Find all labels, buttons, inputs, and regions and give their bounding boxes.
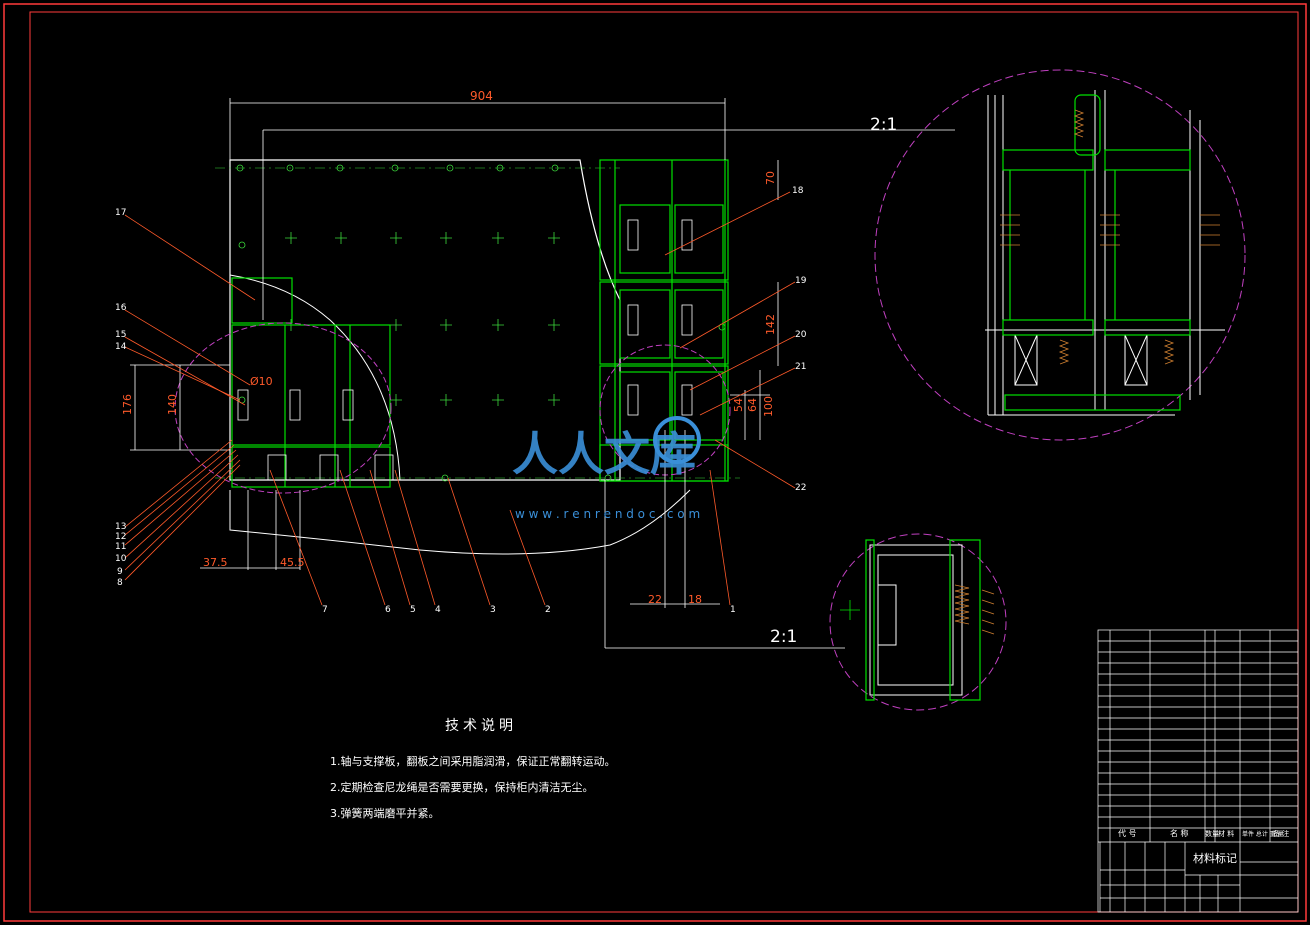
callout-3: 3 (490, 605, 496, 615)
callout-7: 7 (322, 605, 328, 615)
dimension-texts: 904 70 142 54 64 100 176 140 Ø10 37.5 45… (121, 89, 777, 606)
dimension-lines (130, 98, 955, 649)
main-view (174, 159, 740, 555)
callout-14: 14 (115, 342, 127, 352)
callout-18: 18 (792, 186, 804, 196)
dim-100: 100 (762, 396, 775, 417)
name-header: 名 称 (1170, 828, 1189, 838)
grid-crosses (285, 232, 560, 406)
callout-17: 17 (115, 208, 126, 218)
dim-dia10: Ø10 (250, 375, 273, 388)
left-cabinet (231, 277, 391, 488)
callout-10: 10 (115, 554, 127, 564)
dim-64: 64 (746, 398, 759, 412)
weight-header: 单件 总计 重 量 (1242, 830, 1284, 838)
callout-9: 9 (117, 567, 123, 577)
dim-54: 54 (732, 398, 745, 412)
title-block (1097, 629, 1299, 913)
dim-176: 176 (121, 394, 134, 415)
watermark-url: w w w . r e n r e n d o c . c o m (515, 507, 700, 521)
callout-5: 5 (410, 605, 416, 615)
dim-140: 140 (166, 394, 179, 415)
material-header: 材 料 (1218, 829, 1234, 838)
callout-16: 16 (115, 303, 127, 313)
callout-2: 2 (545, 605, 551, 615)
callout-13: 13 (115, 522, 126, 532)
technical-note-3: 3.弹簧两端磨平并紧。 (330, 807, 440, 820)
drawing-inner-border (29, 11, 1299, 913)
title-block-text: 代 号 名 称 数量 材 料 单件 总计 重 量 备 注 材料标记 (1118, 828, 1289, 865)
callout-1: 1 (730, 605, 736, 615)
callout-22: 22 (795, 483, 806, 493)
callout-11: 11 (115, 542, 126, 552)
technical-note-2: 2.定期检查尼龙绳是否需要更换，保持柜内清洁无尘。 (330, 781, 594, 794)
dim-18: 18 (688, 593, 702, 606)
callout-21: 21 (795, 362, 806, 372)
dim-22: 22 (648, 593, 662, 606)
dim-70: 70 (764, 171, 777, 185)
technical-notes-title: 技术说明 (445, 718, 517, 734)
leader-lines (124, 191, 796, 606)
callout-8: 8 (117, 578, 123, 588)
callout-4: 4 (435, 605, 441, 615)
remark-header: 备 注 (1273, 829, 1289, 838)
callout-15: 15 (115, 330, 126, 340)
callout-12: 12 (115, 532, 126, 542)
watermark: 人人文库 w w w . r e n r e n d o c . c o m (512, 416, 701, 521)
callout-6: 6 (385, 605, 391, 615)
dim-45-5: 45.5 (280, 556, 305, 569)
right-cabinet (599, 159, 729, 482)
callout-20: 20 (795, 330, 807, 340)
material-mark: 材料标记 (1193, 851, 1237, 865)
callout-19: 19 (795, 276, 807, 286)
drawing-border (3, 3, 1307, 922)
dim-904: 904 (470, 89, 493, 103)
scale-label-bottom: 2:1 (770, 627, 797, 647)
dim-142: 142 (764, 314, 777, 335)
dim-37-5: 37.5 (203, 556, 228, 569)
technical-note-1: 1.轴与支撑板，翻板之间采用脂润滑，保证正常翻转运动。 (330, 755, 616, 768)
watermark-brand: 人人文库 (512, 427, 696, 481)
code-header: 代 号 (1118, 828, 1137, 838)
scale-label-top: 2:1 (870, 115, 897, 135)
detail-view-top (874, 69, 1246, 441)
qty-header: 数量 (1205, 829, 1219, 838)
callout-numbers: 1 2 3 4 5 6 7 8 9 10 11 12 13 14 15 16 1… (115, 186, 807, 615)
detail-view-bottom (829, 533, 1007, 711)
